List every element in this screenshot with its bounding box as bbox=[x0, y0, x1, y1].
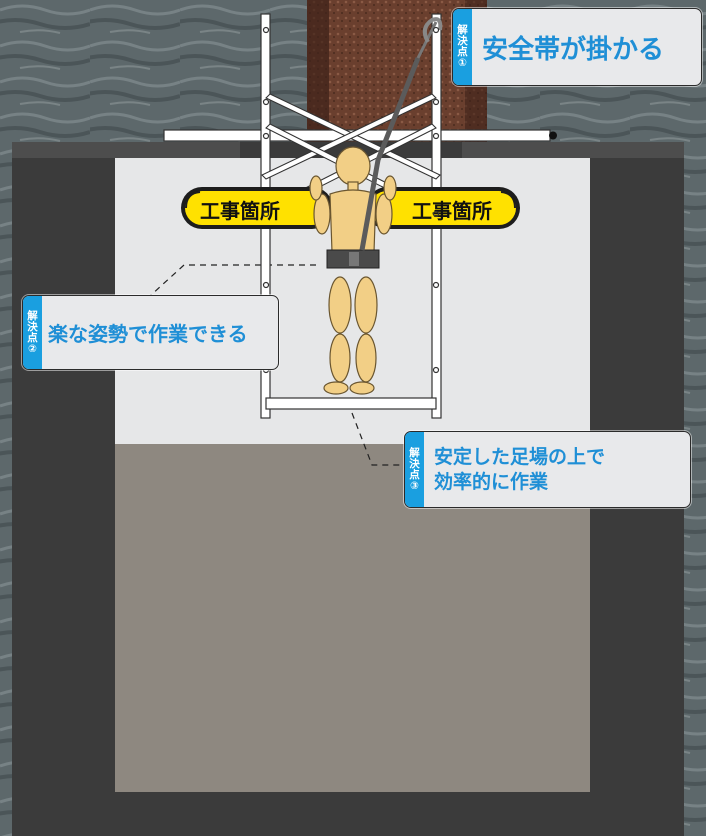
solution-tag-1: 解 決 点 ① bbox=[453, 9, 472, 85]
sign-right-shape bbox=[366, 187, 520, 229]
sign-left-shape bbox=[181, 187, 333, 229]
callout-text-3: 安定した足場の上で 効率的に作業 bbox=[424, 432, 615, 507]
callout-text-1: 安全帯が掛かる bbox=[482, 34, 665, 65]
solution-tag-2: 解 決 点 ② bbox=[23, 296, 42, 369]
callout-solution-1: 解 決 点 ① 安全帯が掛かる bbox=[452, 8, 702, 86]
callout-text-3-line1: 安定した足場の上で bbox=[434, 445, 606, 468]
lanyard bbox=[359, 57, 421, 251]
callout-solution-3: 解 決 点 ③ 安定した足場の上で 効率的に作業 bbox=[404, 431, 691, 508]
callout-solution-2: 解 決 点 ② 楽な姿勢で作業できる bbox=[22, 295, 279, 370]
callout-text-2: 楽な姿勢で作業できる bbox=[48, 322, 248, 346]
hook-icon bbox=[422, 17, 443, 43]
callout-text-3-line2: 効率的に作業 bbox=[434, 470, 549, 493]
leader-line-3 bbox=[351, 412, 404, 466]
leader-line-2 bbox=[149, 264, 316, 297]
sign-left-text: 工事箇所 bbox=[200, 199, 280, 223]
solution-tag-3: 解 決 点 ③ bbox=[405, 432, 424, 507]
sign-right-text: 工事箇所 bbox=[412, 199, 492, 223]
scaffold-platform bbox=[265, 397, 437, 410]
